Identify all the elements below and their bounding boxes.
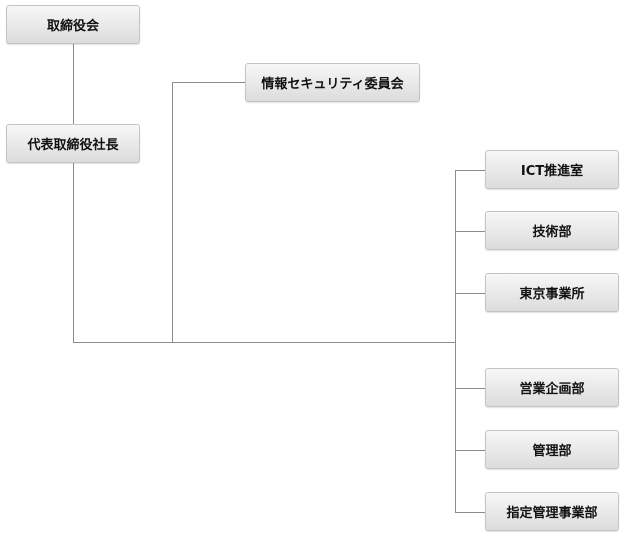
connector-committee-vertical: [172, 82, 173, 343]
connector-departments-vertical: [455, 170, 456, 513]
connector-trunk-horizontal: [73, 342, 456, 343]
connector-dept-1: [455, 170, 485, 171]
connector-dept-4: [455, 388, 485, 389]
connector-dept-5: [455, 450, 485, 451]
node-dept-tokyo-office: 東京事業所: [485, 273, 619, 312]
node-dept-sales-planning: 営業企画部: [485, 368, 619, 407]
connector-board-president: [73, 44, 74, 124]
node-board: 取締役会: [6, 5, 140, 44]
node-president: 代表取締役社長: [6, 124, 140, 163]
connector-dept-6: [455, 512, 485, 513]
connector-committee-horizontal: [172, 82, 245, 83]
connector-dept-3: [455, 293, 485, 294]
node-dept-administration: 管理部: [485, 430, 619, 469]
node-security-committee: 情報セキュリティ委員会: [245, 63, 420, 102]
node-dept-ict: ICT推進室: [485, 150, 619, 189]
node-dept-engineering: 技術部: [485, 211, 619, 250]
connector-president-trunk: [73, 163, 74, 343]
node-dept-designated-management: 指定管理事業部: [485, 492, 619, 531]
connector-dept-2: [455, 231, 485, 232]
